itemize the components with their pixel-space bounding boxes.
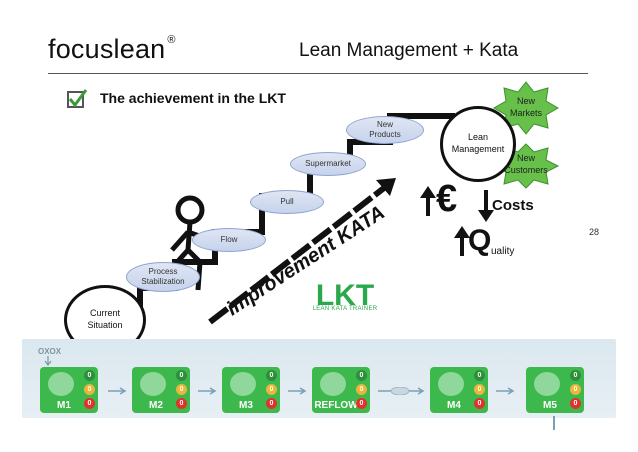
status-green-count: 0 [176, 370, 187, 381]
step-lean-management: Lean Management [440, 106, 516, 182]
costs-label: Costs [492, 197, 534, 214]
step-new-products: New Products [346, 116, 424, 144]
check-icon [534, 372, 560, 396]
status-green-count: 0 [474, 370, 485, 381]
stick-figure-icon [168, 195, 206, 291]
station-label: M4 [447, 400, 461, 411]
step-flow: Flow [192, 228, 266, 252]
lkt-logo-subtitle: LEAN KATA TRAINER [312, 306, 378, 312]
arrow-right-icon [198, 387, 217, 395]
lkt-logo: LKT [316, 279, 374, 312]
arrow-right-icon [288, 387, 307, 395]
status-yellow-count: 0 [266, 384, 277, 395]
check-icon [438, 372, 464, 396]
status-green-count: 0 [356, 370, 367, 381]
step-process-stabilization: Process Stabilization [126, 262, 200, 292]
station-m4[interactable]: M4 0 0 0 [430, 367, 488, 413]
buffer-arrow-icon [378, 387, 425, 395]
station-m3[interactable]: M3 0 0 0 [222, 367, 280, 413]
improvement-arrow [208, 178, 396, 325]
up-arrow-icon [454, 226, 470, 256]
station-label: M2 [149, 400, 163, 411]
checkbox-check-icon [67, 89, 88, 108]
star-new-markets-label: New Markets [509, 96, 542, 118]
brand-registered-mark: ® [167, 34, 176, 46]
status-yellow-count: 0 [570, 384, 581, 395]
check-icon [230, 372, 256, 396]
slide-title: Lean Management + Kata [299, 40, 519, 61]
status-red-count: 0 [474, 398, 485, 409]
station-label: M1 [57, 400, 71, 411]
flow-strip-header: OXOX [38, 347, 62, 356]
status-red-count: 0 [356, 398, 367, 409]
status-yellow-count: 0 [356, 384, 367, 395]
page-number: 28 [589, 227, 600, 237]
status-red-count: 0 [176, 398, 187, 409]
arrow-right-icon [496, 387, 515, 395]
down-arrow-icon [478, 190, 494, 222]
status-yellow-count: 0 [474, 384, 485, 395]
status-green-count: 0 [84, 370, 95, 381]
down-arrow-icon [44, 356, 52, 366]
station-label: REFLOW [314, 400, 358, 411]
star-new-customers-label: New Customers [504, 153, 548, 175]
header-divider [48, 73, 588, 74]
euro-symbol: € [436, 178, 458, 220]
status-red-count: 0 [570, 398, 581, 409]
section-subtitle: The achievement in the LKT [100, 90, 286, 106]
status-green-count: 0 [570, 370, 581, 381]
check-icon [48, 372, 74, 396]
check-icon [140, 372, 166, 396]
star-new-markets [493, 81, 559, 135]
station-label: M5 [543, 400, 557, 411]
station-m1[interactable]: M1 0 0 0 [40, 367, 98, 413]
status-yellow-count: 0 [84, 384, 95, 395]
arrow-right-icon [108, 387, 127, 395]
lkt-logo-text: LKT [316, 279, 374, 312]
quality-q: Q [468, 224, 492, 257]
station-label: M3 [239, 400, 253, 411]
status-green-count: 0 [266, 370, 277, 381]
step-pull: Pull [250, 190, 324, 214]
status-red-count: 0 [84, 398, 95, 409]
check-icon [320, 372, 346, 396]
step-supermarket: Supermarket [290, 152, 366, 176]
brand-name: focuslean [48, 34, 166, 64]
station-reflow[interactable]: REFLOW 0 0 0 [312, 367, 370, 413]
up-arrow-icon [420, 186, 436, 216]
status-red-count: 0 [266, 398, 277, 409]
status-yellow-count: 0 [176, 384, 187, 395]
exit-marker [553, 416, 555, 430]
brand-logo: focuslean® [48, 34, 176, 65]
station-m2[interactable]: M2 0 0 0 [132, 367, 190, 413]
quality-suffix: uality [491, 246, 515, 257]
station-m5[interactable]: M5 0 0 0 [526, 367, 584, 413]
